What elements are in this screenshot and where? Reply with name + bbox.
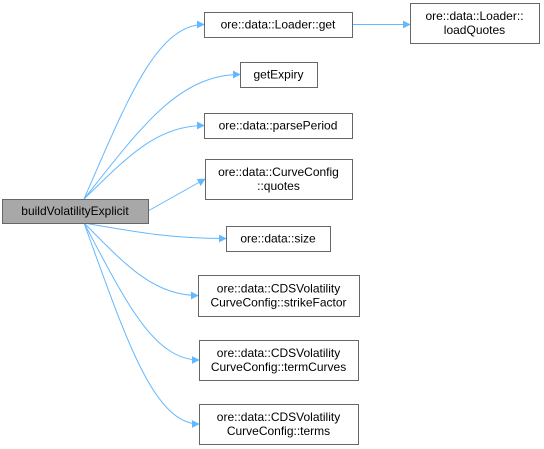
node-label: CurveConfig::termCurves (211, 360, 346, 374)
edge-root-to-loader-get (83, 20, 205, 200)
node-size[interactable]: ore::data::size (226, 226, 331, 252)
node-termcurves[interactable]: ore::data::CDSVolatilityCurveConfig::ter… (199, 340, 359, 381)
node-box (199, 340, 359, 381)
node-loader-get[interactable]: ore::data::Loader::get (204, 12, 353, 38)
node-label: loadQuotes (444, 23, 505, 37)
node-root[interactable]: buildVolatilityExplicit (2, 199, 149, 224)
node-label: ore::data::CurveConfig (218, 165, 339, 179)
node-label: ore::data::CDSVolatility (217, 282, 340, 296)
node-label: ore::data::CDSVolatility (217, 346, 340, 360)
node-parseperiod[interactable]: ore::data::parsePeriod (204, 113, 353, 139)
node-label: ore::data::parsePeriod (219, 119, 338, 133)
node-label: ::quotes (257, 179, 300, 193)
node-label: ore::data::size (240, 232, 316, 246)
node-label: ore::data::Loader:: (425, 9, 523, 23)
node-label: buildVolatilityExplicit (21, 204, 129, 218)
node-curveconfig-quotes[interactable]: ore::data::CurveConfig::quotes (205, 159, 353, 200)
nodes-layer: buildVolatilityExplicit ore::data::Loader… (2, 3, 540, 445)
node-strikefactor[interactable]: ore::data::CDSVolatilityCurveConfig::str… (198, 275, 360, 317)
node-box (204, 113, 353, 139)
edges-layer (83, 20, 411, 428)
edge-root-to-size (83, 222, 227, 243)
edge-root-to-curveconfig-quotes (147, 178, 206, 212)
node-box (410, 3, 540, 44)
node-label: CurveConfig::terms (227, 424, 330, 438)
node-box (199, 404, 359, 445)
node-box (205, 159, 353, 200)
node-label: ore::data::CDSVolatility (217, 410, 340, 424)
node-label: CurveConfig::strikeFactor (210, 296, 346, 310)
edge-root-to-terms (83, 222, 200, 428)
node-box (226, 226, 331, 252)
node-box (240, 62, 318, 88)
node-getexpiry[interactable]: getExpiry (240, 62, 318, 88)
edge-root-to-strikefactor (83, 222, 199, 300)
node-box (204, 12, 353, 38)
node-box (198, 275, 360, 317)
edge-root-to-parseperiod (83, 121, 205, 200)
node-terms[interactable]: ore::data::CDSVolatilityCurveConfig::ter… (199, 404, 359, 445)
node-loader-loadquotes[interactable]: ore::data::Loader::loadQuotes (410, 3, 540, 44)
edge-root-to-termcurves (83, 222, 200, 364)
edge-root-to-getexpiry (83, 70, 241, 200)
node-label: getExpiry (253, 68, 303, 82)
node-box (2, 199, 149, 224)
node-label: ore::data::Loader::get (221, 18, 336, 32)
